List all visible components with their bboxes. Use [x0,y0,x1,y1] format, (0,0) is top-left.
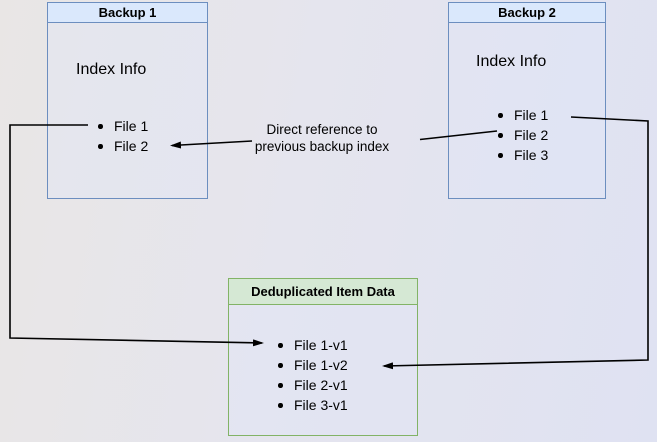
file-item: File 3 [497,145,548,165]
dedup-header: Deduplicated Item Data [229,279,417,305]
file-item: File 2 [497,125,548,145]
backup2-header: Backup 2 [449,3,605,23]
backup1-header: Backup 1 [48,3,207,23]
connector-label: Direct reference to previous backup inde… [254,122,390,154]
file-item: File 1-v1 [277,335,348,355]
node-backup2: Backup 2 Index Info [448,2,606,199]
file-item: File 1 [97,116,148,136]
dedup-title: Deduplicated Item Data [251,284,395,299]
file-item: File 2 [97,136,148,156]
backup2-title: Backup 2 [498,5,556,20]
backup1-title: Backup 1 [98,5,157,20]
file-item: File 1-v2 [277,355,348,375]
file-item: File 1 [497,105,548,125]
backup2-index-info-label: Index Info [476,53,547,70]
file-item: File 2-v1 [277,375,348,395]
backup1-index-info-label: Index Info [76,61,147,78]
node-backup1: Backup 1 Index Info [47,2,208,199]
file-item: File 3-v1 [277,395,348,415]
